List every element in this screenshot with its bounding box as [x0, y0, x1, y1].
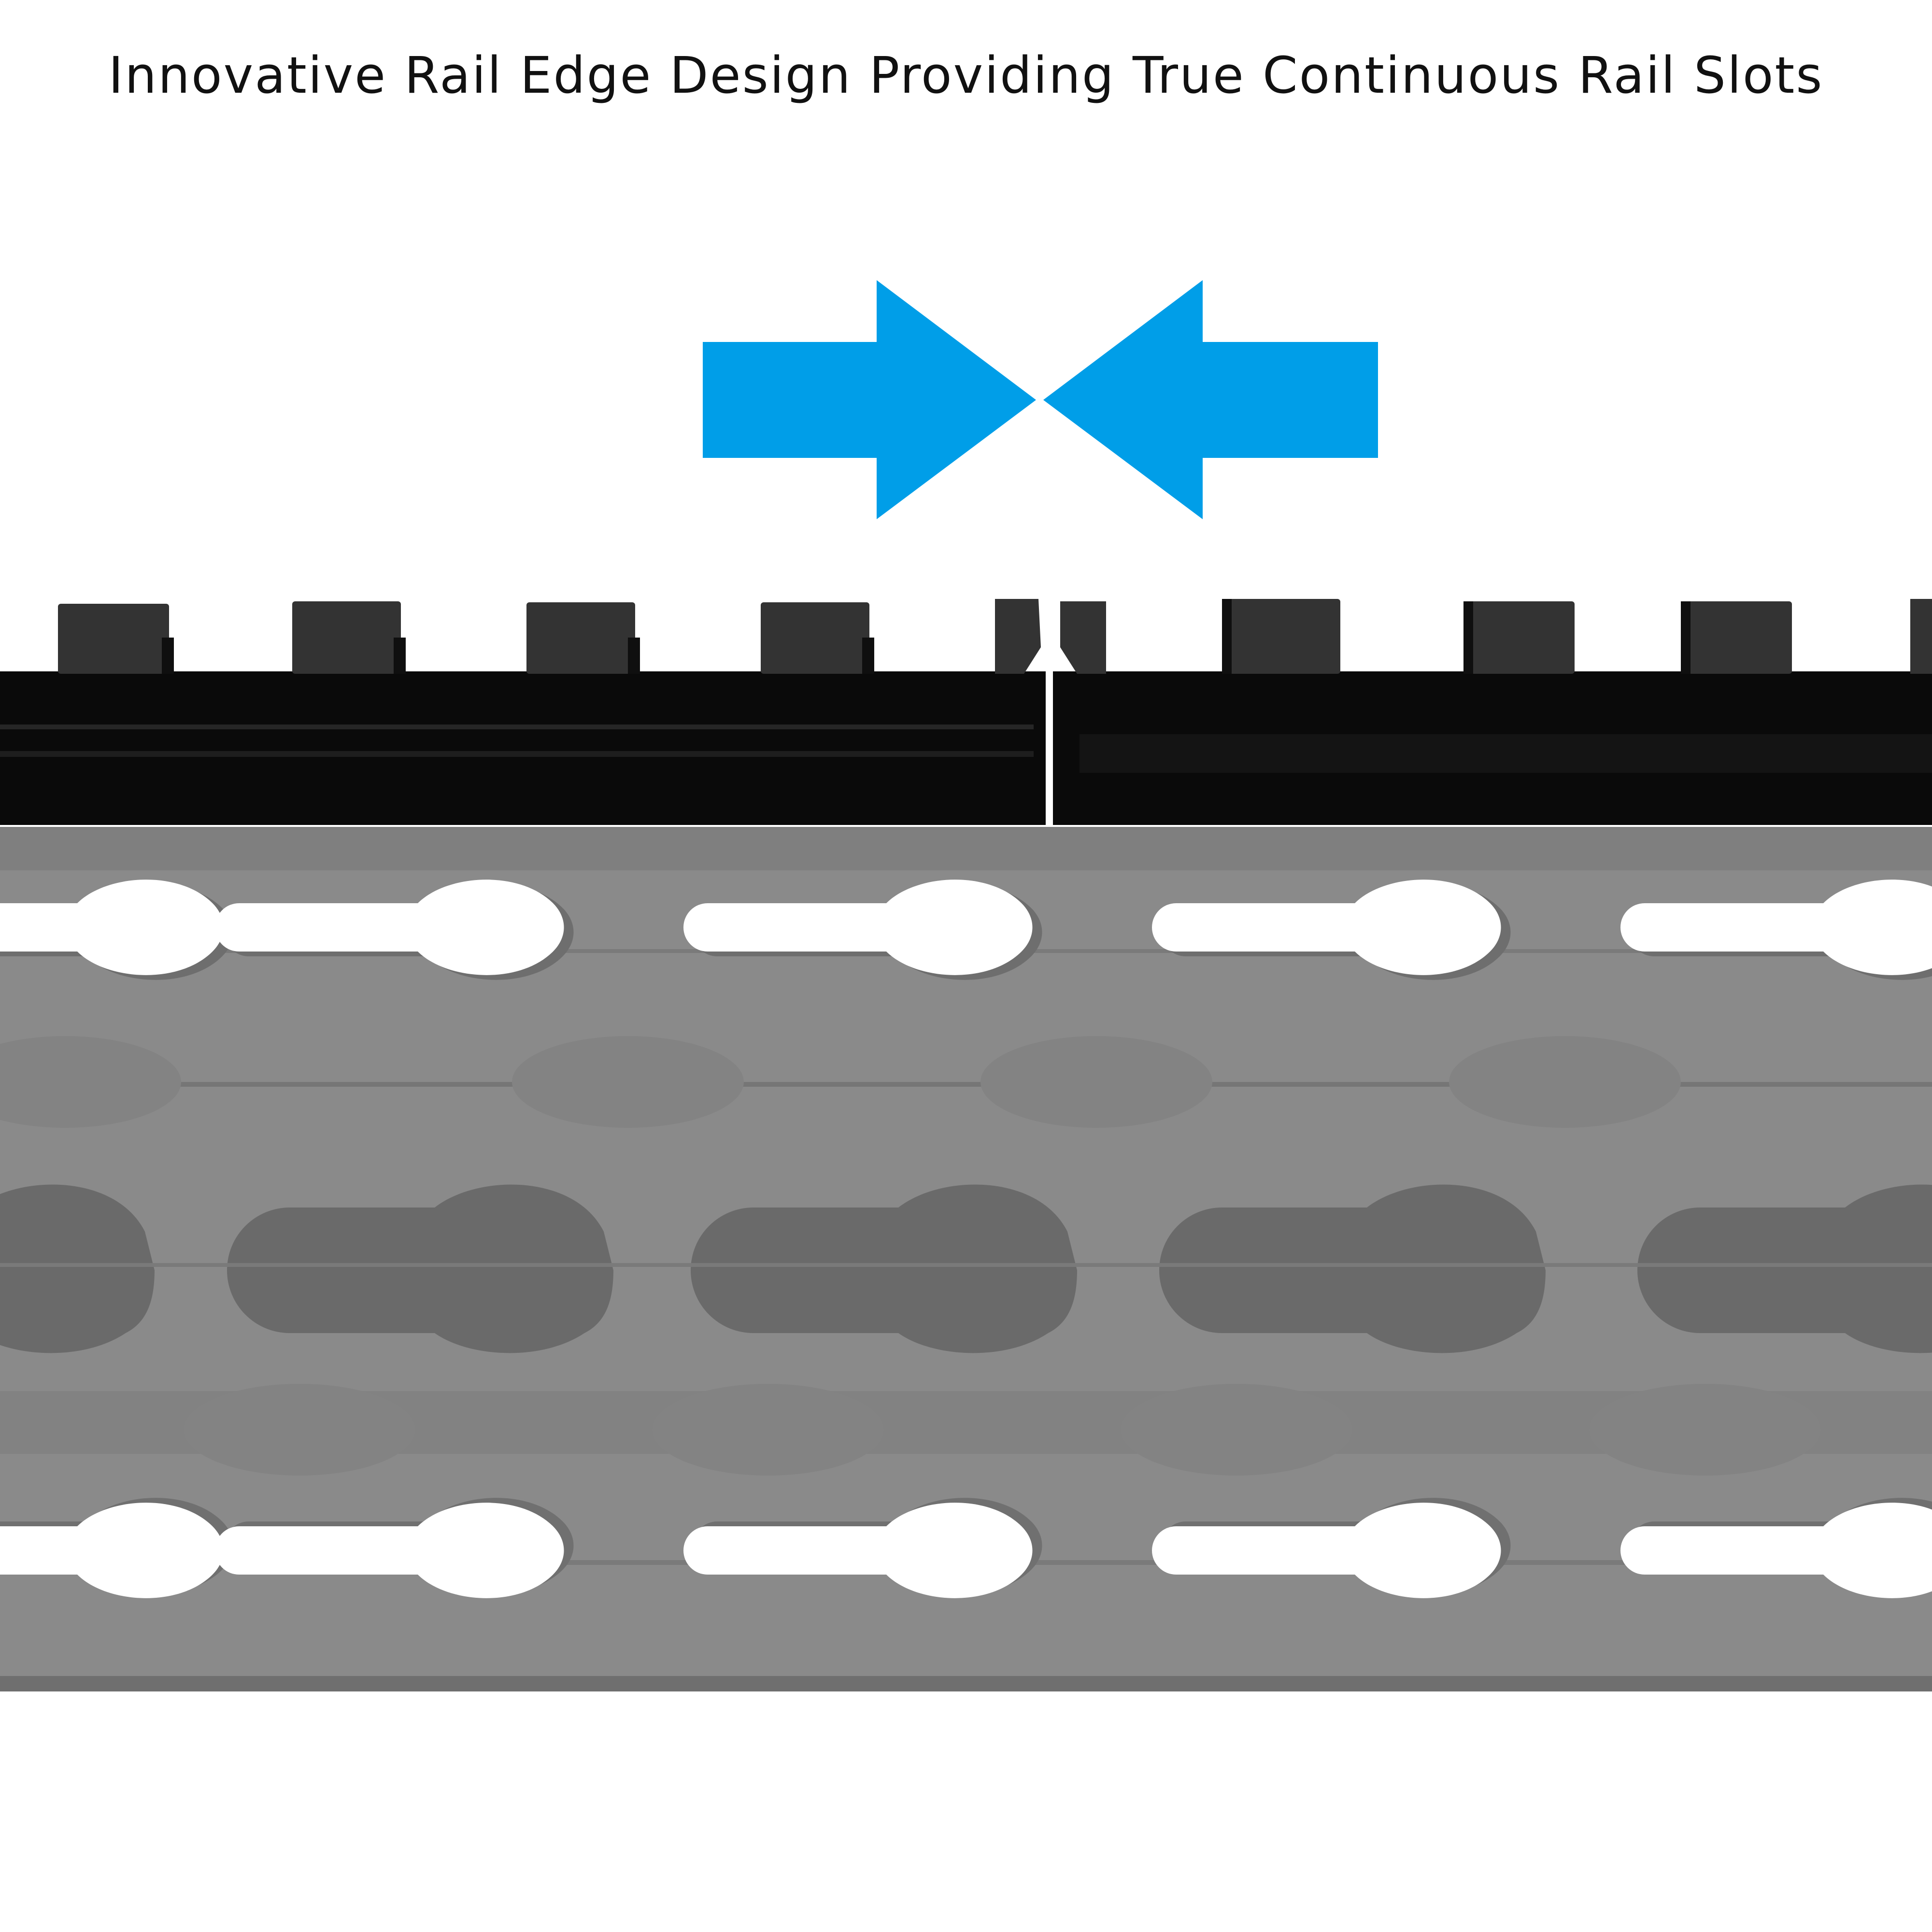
joint-arrows — [703, 280, 1378, 519]
rail-section-left — [0, 671, 1046, 825]
rail-teeth-right — [1060, 599, 1932, 674]
handguard — [0, 827, 1932, 1691]
rail-joint-gap — [1046, 606, 1053, 824]
rail-teeth-left — [58, 599, 1041, 674]
arrow-right-icon — [703, 280, 1036, 519]
rail — [0, 599, 1932, 825]
headline: Innovative Rail Edge Design Providing Tr… — [108, 46, 1824, 105]
arrow-left-icon — [1043, 280, 1378, 519]
